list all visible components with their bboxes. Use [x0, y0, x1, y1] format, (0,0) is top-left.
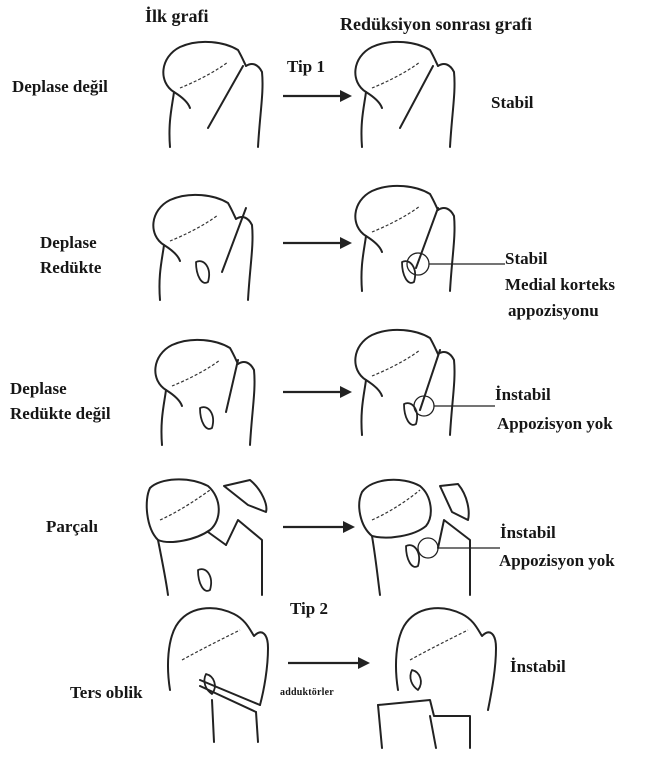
row3-left-label-1: Deplase [10, 378, 67, 399]
row2-reduced-femur [355, 186, 505, 291]
adductors-note: adduktörler [280, 682, 334, 703]
row2-right-label-1: Stabil [505, 248, 548, 269]
type-2-label: Tip 2 [290, 598, 328, 619]
row1-right-label: Stabil [491, 92, 534, 113]
row3-initial-femur [155, 340, 254, 445]
row4-reduced-femur [359, 480, 500, 595]
header-post-reduction-radiograph: Redüksiyon sonrası grafi [340, 14, 532, 35]
row4-arrow [283, 521, 355, 533]
row3-reduced-femur [355, 330, 495, 435]
row4-right-label-1: İnstabil [500, 522, 556, 543]
row2-right-label-3: appozisyonu [508, 300, 599, 321]
row2-right-label-2: Medial korteks [505, 274, 615, 295]
row4-right-label-2: Appozisyon yok [499, 550, 615, 571]
row2-initial-femur [153, 195, 252, 300]
row3-left-label-2: Redükte değil [10, 403, 111, 424]
row5-arrow [288, 657, 370, 669]
row2-arrow [283, 237, 352, 249]
row3-right-label-2: Appozisyon yok [497, 413, 613, 434]
row3-right-label-1: İnstabil [495, 384, 551, 405]
row4-initial-femur [147, 479, 267, 595]
row3-arrow [283, 386, 352, 398]
row5-left-label: Ters oblik [70, 682, 143, 703]
type-1-label: Tip 1 [287, 56, 325, 77]
row2-left-label-2: Redükte [40, 257, 101, 278]
row4-left-label: Parçalı [46, 516, 98, 537]
row5-initial-femur [168, 608, 268, 742]
row1-initial-femur [163, 42, 262, 147]
row5-right-label: İnstabil [510, 656, 566, 677]
header-initial-radiograph: İlk grafi [145, 6, 209, 27]
row2-left-label-1: Deplase [40, 232, 97, 253]
row1-arrow [283, 90, 352, 102]
row1-reduced-femur [355, 42, 454, 147]
row1-left-label: Deplase değil [12, 76, 108, 97]
row5-reduced-femur [378, 608, 496, 748]
